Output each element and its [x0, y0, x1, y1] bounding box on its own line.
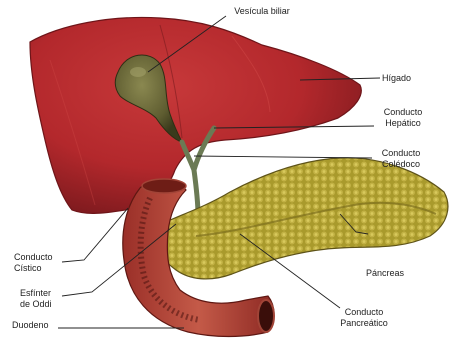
label-esfinter-oddi-line1: Esfínter: [20, 288, 52, 299]
label-conducto-cistico-line2: Cístico: [14, 263, 53, 274]
label-conducto-hepatico-line1: Conducto: [372, 107, 434, 118]
label-conducto-coledoco: Conducto Colédoco: [370, 148, 432, 170]
label-vesicula-biliar-text: Vesícula biliar: [222, 6, 302, 17]
label-vesicula-biliar: Vesícula biliar: [222, 6, 302, 17]
label-conducto-cistico: Conducto Cístico: [14, 252, 53, 274]
label-higado-text: Hígado: [382, 73, 411, 84]
label-conducto-pancreatico: Conducto Pancreático: [326, 307, 402, 329]
label-higado: Hígado: [382, 73, 411, 84]
label-esfinter-oddi: Esfínter de Oddi: [20, 288, 52, 310]
label-duodeno: Duodeno: [12, 320, 49, 331]
label-conducto-hepatico: Conducto Hepático: [372, 107, 434, 129]
label-esfinter-oddi-line2: de Oddi: [20, 299, 52, 310]
label-conducto-cistico-line1: Conducto: [14, 252, 53, 263]
label-conducto-coledoco-line2: Colédoco: [370, 159, 432, 170]
label-conducto-coledoco-line1: Conducto: [370, 148, 432, 159]
label-conducto-hepatico-line2: Hepático: [372, 118, 434, 129]
label-conducto-pancreatico-line2: Pancreático: [326, 318, 402, 329]
label-pancreas-text: Páncreas: [366, 268, 404, 279]
label-pancreas: Páncreas: [366, 268, 404, 279]
label-duodeno-text: Duodeno: [12, 320, 49, 331]
label-conducto-pancreatico-line1: Conducto: [326, 307, 402, 318]
